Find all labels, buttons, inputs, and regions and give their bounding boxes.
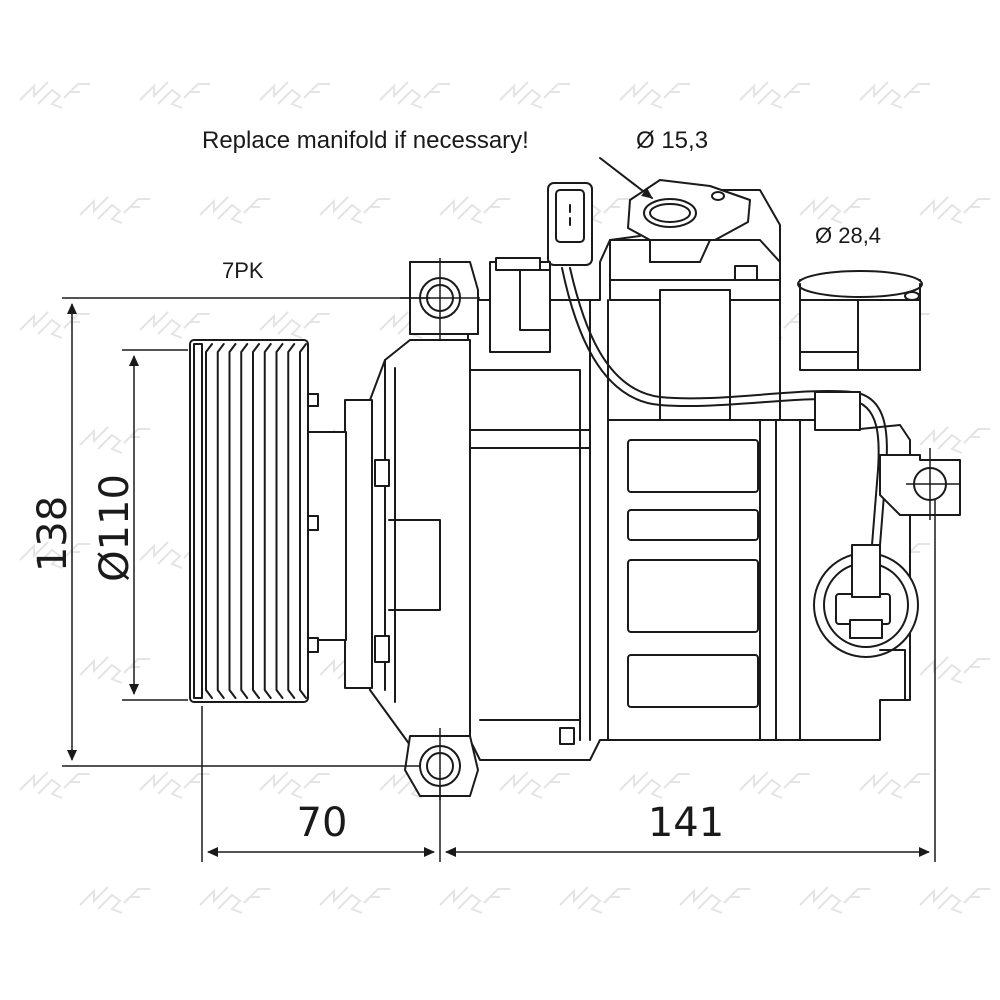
- watermark-mark: [499, 81, 570, 109]
- watermark-mark: [259, 81, 330, 109]
- watermark-mark: [799, 886, 870, 914]
- watermark-mark: [559, 886, 630, 914]
- pulley-groove-line: [299, 343, 307, 699]
- watermark-mark: [319, 886, 390, 914]
- watermark-mark: [259, 311, 330, 339]
- watermark-mark: [139, 81, 210, 109]
- pulley-groove-line: [216, 343, 225, 699]
- watermark-mark: [919, 426, 990, 454]
- watermark-mark: [919, 196, 990, 224]
- watermark-mark: [79, 656, 150, 684]
- watermark-mark: [259, 771, 330, 799]
- watermark-mark: [439, 196, 510, 224]
- watermark-mark: [79, 426, 150, 454]
- port-large-label: Ø 28,4: [815, 223, 881, 248]
- pulley-groove-line: [275, 343, 284, 699]
- watermark-mark: [739, 81, 810, 109]
- watermark-mark: [139, 541, 210, 569]
- watermark-mark: [199, 196, 270, 224]
- pulley-groove-line: [287, 343, 296, 699]
- pulley-groove-line: [263, 343, 272, 699]
- watermark-mark: [739, 771, 810, 799]
- pulley-groove-line: [240, 343, 249, 699]
- watermark-mark: [19, 311, 90, 339]
- pulley-groove-line: [252, 343, 260, 699]
- watermark-mark: [139, 771, 210, 799]
- watermark-mark: [319, 196, 390, 224]
- port-small-label: Ø 15,3: [636, 127, 708, 154]
- body-length-dimension: 141: [648, 800, 724, 846]
- pulley-diameter-dimension: Ø110: [92, 474, 138, 582]
- height-dimension: 138: [30, 496, 76, 572]
- watermark-mark: [859, 81, 930, 109]
- watermark-mark: [919, 886, 990, 914]
- watermark-mark: [79, 196, 150, 224]
- watermark-mark: [19, 81, 90, 109]
- pulley-groove-line: [228, 343, 237, 699]
- pulley-grooves: [205, 343, 307, 699]
- watermark-mark: [79, 886, 150, 914]
- pulley-offset-dimension: 70: [297, 800, 348, 846]
- pulley-groove-line: [205, 343, 213, 699]
- watermark-mark: [619, 771, 690, 799]
- watermark-mark: [619, 81, 690, 109]
- watermark-mark: [499, 771, 570, 799]
- dimension-lines: [62, 157, 936, 862]
- watermark-mark: [139, 311, 210, 339]
- watermark-mark: [919, 656, 990, 684]
- watermark-mark: [859, 771, 930, 799]
- watermark-mark: [439, 886, 510, 914]
- watermark-mark: [679, 886, 750, 914]
- watermark-mark: [379, 81, 450, 109]
- watermark-mark: [799, 196, 870, 224]
- watermark-mark: [19, 541, 90, 569]
- belt-pulley: [189, 339, 309, 703]
- belt-type-label: 7PK: [222, 258, 264, 283]
- watermark-mark: [199, 886, 270, 914]
- watermark-mark: [19, 771, 90, 799]
- compressor-body: [307, 179, 961, 761]
- manifold-note: Replace manifold if necessary!: [202, 127, 529, 154]
